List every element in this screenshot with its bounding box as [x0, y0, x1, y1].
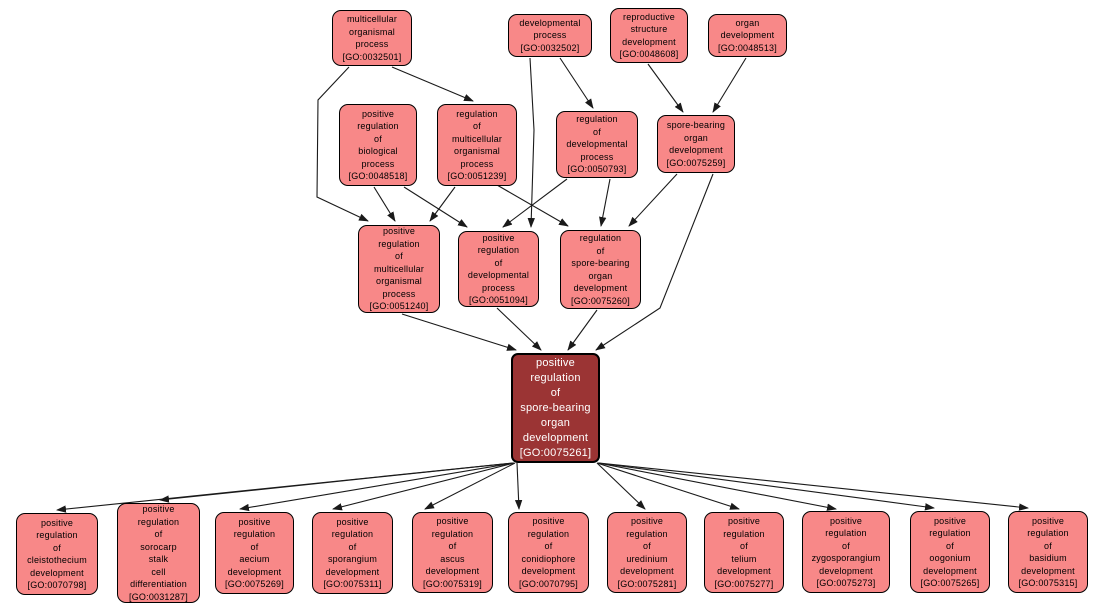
go-term-name: positive regulation of basidium developm…: [1021, 515, 1075, 576]
go-term-code: [GO:0051240]: [369, 301, 429, 312]
go-term-code: [GO:0075319]: [423, 578, 482, 589]
go-term-code: [GO:0070795]: [519, 578, 578, 589]
go-term-node-GO:0032501[interactable]: multicellular organismal process [GO:003…: [332, 10, 412, 66]
go-term-node-GO:0048608[interactable]: reproductive structure development [GO:0…: [610, 8, 688, 63]
go-term-node-GO:0075265[interactable]: positive regulation of oogonium developm…: [910, 511, 990, 593]
edge-GO:0048518-GO:0051094: [403, 186, 468, 228]
go-term-node-GO:0051239[interactable]: regulation of multicellular organismal p…: [437, 104, 517, 186]
go-term-node-GO:0032502[interactable]: developmental process [GO:0032502]: [508, 14, 592, 57]
go-term-name: positive regulation of uredinium develop…: [620, 516, 674, 576]
edge-GO:0075261-GO:0075265: [597, 462, 935, 511]
edge-GO:0075261-GO:0075311: [332, 462, 515, 511]
edge-GO:0048513-GO:0075259: [712, 57, 747, 113]
go-term-code: [GO:0075261]: [519, 446, 592, 459]
edge-GO:0051240-GO:0075261: [401, 313, 517, 351]
go-term-name: regulation of developmental process: [566, 114, 628, 162]
go-term-node-GO:0051094[interactable]: positive regulation of developmental pro…: [458, 231, 539, 307]
go-term-name: organ development: [720, 17, 775, 41]
go-term-name: positive regulation of oogonium developm…: [923, 515, 977, 576]
go-term-name: reproductive structure development: [622, 11, 676, 47]
go-term-code: [GO:0070798]: [27, 580, 87, 590]
go-term-name: positive regulation of developmental pro…: [467, 232, 530, 293]
edge-GO:0032502-GO:0051094: [527, 57, 535, 228]
go-term-name: positive regulation of conidiophore deve…: [521, 516, 576, 576]
edge-GO:0075261-GO:0075281: [596, 462, 646, 510]
edge-GO:0075261-GO:0075277: [596, 462, 740, 510]
edge-GO:0075261-GO:0075319: [424, 462, 516, 510]
go-term-node-GO:0075260[interactable]: regulation of spore-bearing organ develo…: [560, 230, 641, 309]
go-term-name: positive regulation of cleistothecium de…: [27, 517, 87, 578]
go-term-name: positive regulation of ascus development: [425, 516, 480, 576]
go-term-code: [GO:0075260]: [571, 295, 630, 306]
go-term-code: [GO:0075273]: [816, 578, 876, 588]
edge-GO:0075261-GO:0075315: [598, 462, 1029, 511]
edge-GO:0075260-GO:0075261: [567, 309, 598, 351]
go-term-node-GO:0075319[interactable]: positive regulation of ascus development…: [412, 512, 493, 593]
go-term-code: [GO:0075311]: [323, 579, 382, 589]
go-term-node-GO:0050793[interactable]: regulation of developmental process [GO:…: [556, 111, 638, 178]
go-term-name: positive regulation of telium developmen…: [717, 516, 771, 576]
edge-GO:0032501-GO:0051240: [316, 66, 369, 222]
go-term-name: positive regulation of aecium developmen…: [227, 516, 282, 577]
edge-GO:0075259-GO:0075261: [595, 173, 714, 351]
go-term-code: [GO:0051239]: [447, 171, 507, 181]
edge-GO:0075259-GO:0075260: [628, 173, 678, 227]
go-term-node-GO:0075269[interactable]: positive regulation of aecium developmen…: [215, 512, 294, 594]
go-term-node-GO:0031287[interactable]: positive regulation of sorocarp stalk ce…: [117, 503, 200, 603]
edge-GO:0075261-GO:0075269: [239, 462, 515, 512]
go-term-name: positive regulation of sorocarp stalk ce…: [130, 504, 187, 589]
go-term-code: [GO:0048608]: [619, 49, 679, 59]
go-term-code: [GO:0031287]: [129, 591, 188, 602]
go-term-node-GO:0075281[interactable]: positive regulation of uredinium develop…: [607, 512, 687, 593]
edge-GO:0050793-GO:0051094: [502, 178, 568, 228]
go-term-code: [GO:0032502]: [520, 42, 580, 53]
edge-GO:0051094-GO:0075261: [496, 307, 542, 351]
edge-GO:0075261-GO:0070795: [514, 462, 523, 510]
edge-GO:0048518-GO:0051240: [373, 186, 396, 222]
edge-GO:0048608-GO:0075259: [647, 63, 684, 113]
edge-GO:0050793-GO:0075260: [599, 178, 611, 227]
go-term-code: [GO:0075277]: [714, 578, 774, 589]
go-term-node-GO:0048518[interactable]: positive regulation of biological proces…: [339, 104, 417, 186]
go-term-code: [GO:0032501]: [342, 51, 402, 62]
go-term-code: [GO:0075259]: [666, 157, 726, 168]
go-term-name: positive regulation of sporangium develo…: [325, 516, 380, 577]
go-term-node-GO:0051240[interactable]: positive regulation of multicellular org…: [358, 225, 440, 313]
go-term-name: positive regulation of zygosporangium de…: [811, 515, 881, 576]
edge-GO:0075261-GO:0031287: [159, 462, 514, 503]
go-term-name: positive regulation of biological proces…: [357, 108, 399, 169]
go-term-node-GO:0075277[interactable]: positive regulation of telium developmen…: [704, 512, 784, 593]
go-term-code: [GO:0050793]: [567, 164, 627, 175]
go-term-code: [GO:0051094]: [469, 295, 528, 305]
go-term-name: positive regulation of multicellular org…: [373, 226, 425, 299]
edge-GO:0075261-GO:0075273: [597, 462, 837, 511]
go-term-node-GO:0075261[interactable]: positive regulation of spore-bearing org…: [511, 353, 600, 463]
edge-group: [56, 57, 1029, 513]
go-term-node-GO:0075259[interactable]: spore-bearing organ development [GO:0075…: [657, 115, 735, 173]
go-term-name: regulation of spore-bearing organ develo…: [571, 233, 630, 293]
go-term-code: [GO:0075265]: [920, 578, 980, 588]
go-term-name: regulation of multicellular organismal p…: [451, 108, 503, 169]
go-term-node-GO:0070798[interactable]: positive regulation of cleistothecium de…: [16, 513, 98, 595]
go-term-code: [GO:0048518]: [348, 171, 408, 181]
go-term-name: spore-bearing organ development: [666, 120, 726, 155]
go-term-node-GO:0075315[interactable]: positive regulation of basidium developm…: [1008, 511, 1088, 593]
edge-GO:0032502-GO:0050793: [559, 57, 594, 109]
go-term-code: [GO:0075269]: [225, 579, 284, 589]
edge-GO:0032501-GO:0051239: [391, 66, 474, 102]
go-term-node-GO:0075273[interactable]: positive regulation of zygosporangium de…: [802, 511, 890, 593]
go-term-name: positive regulation of spore-bearing org…: [520, 356, 591, 444]
go-term-node-GO:0070795[interactable]: positive regulation of conidiophore deve…: [508, 512, 589, 593]
go-term-code: [GO:0048513]: [718, 42, 777, 53]
go-term-code: [GO:0075281]: [617, 578, 677, 589]
edge-GO:0051239-GO:0051240: [429, 186, 456, 222]
go-term-node-GO:0048513[interactable]: organ development [GO:0048513]: [708, 14, 787, 57]
go-term-code: [GO:0075315]: [1018, 578, 1078, 588]
go-term-name: multicellular organismal process: [346, 14, 398, 49]
go-term-node-GO:0075311[interactable]: positive regulation of sporangium develo…: [312, 512, 393, 594]
go-term-name: developmental process: [519, 17, 581, 41]
